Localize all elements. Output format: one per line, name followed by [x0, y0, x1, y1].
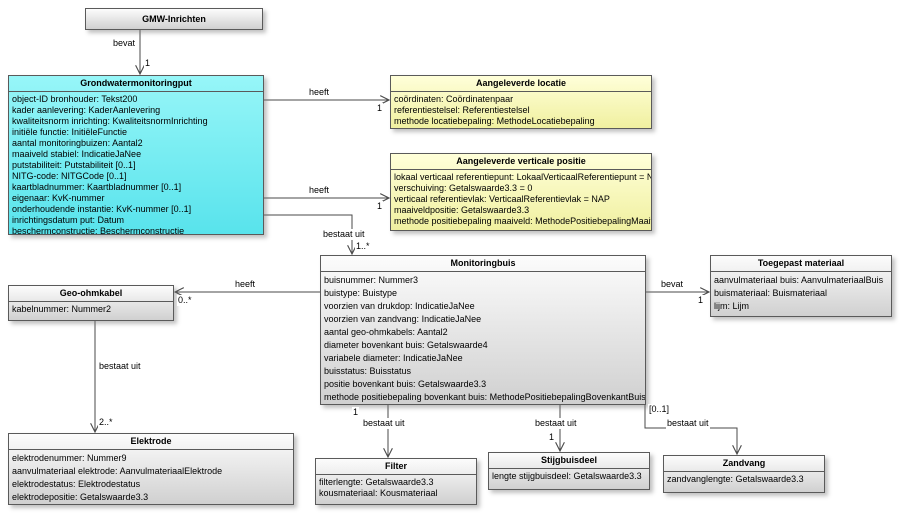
class-attribute: initiële functie: InitiëleFunctie — [12, 127, 128, 137]
class-attribute: lokaal verticaal referentiepunt: LokaalV… — [394, 172, 651, 182]
class-attribute: buisstatus: Buisstatus — [324, 366, 412, 376]
class-title: Stijgbuisdeel — [489, 453, 649, 469]
class-attribute: zandvanglengte: Getalswaarde3.3 — [667, 474, 804, 484]
class-box-gmw-inrichten[interactable]: GMW-Inrichten — [85, 8, 263, 30]
class-attribute: putstabiliteit: Putstabiliteit [0..1] — [12, 160, 136, 170]
class-attribute: maaiveld stabiel: IndicatieJaNee — [12, 149, 142, 159]
class-attribute: elektrodepositie: Getalswaarde3.3 — [12, 492, 149, 502]
class-attribute: diameter bovenkant buis: Getalswaarde4 — [324, 340, 488, 350]
class-attribute: aantal geo-ohmkabels: Aantal2 — [324, 327, 448, 337]
attribute-list: object-ID bronhouder: Tekst200 kader aan… — [9, 92, 263, 237]
class-box-aangeleverde-locatie[interactable]: Aangeleverde locatie coördinaten: Coördi… — [390, 75, 652, 129]
class-attribute: lijm: Lijm — [714, 301, 749, 311]
class-box-monitoringbuis[interactable]: Monitoringbuis buisnummer: Nummer3 buist… — [320, 255, 646, 405]
class-attribute: kabelnummer: Nummer2 — [12, 304, 112, 314]
edge-put-heeft-verticale-positie-multiplicity: 1 — [376, 201, 384, 212]
edge-kabel-bestaat-uit-elektrode-multiplicity: 2..* — [98, 417, 114, 428]
class-box-geo-ohmkabel[interactable]: Geo-ohmkabel kabelnummer: Nummer2 — [8, 285, 174, 321]
class-attribute: kader aanlevering: KaderAanlevering — [12, 105, 161, 115]
class-attribute: lengte stijgbuisdeel: Getalswaarde3.3 — [492, 471, 642, 481]
class-attribute: methode positiebepaling maaiveld: Method… — [394, 216, 651, 226]
class-attribute: coördinaten: Coördinatenpaar — [394, 94, 514, 104]
class-title: Elektrode — [9, 434, 293, 450]
class-box-grondwatermonitoringput[interactable]: Grondwatermonitoringput object-ID bronho… — [8, 75, 264, 237]
class-attribute: object-ID bronhouder: Tekst200 — [12, 94, 138, 104]
class-title: Monitoringbuis — [321, 256, 645, 272]
class-attribute: buismateriaal: Buismateriaal — [714, 288, 828, 298]
class-attribute: verticaal referentievlak: VerticaalRefer… — [394, 194, 610, 204]
class-attribute: elektrodestatus: Elektrodestatus — [12, 479, 141, 489]
edge-buis-bestaat-uit-filter-multiplicity: 1 — [352, 407, 360, 418]
edge-buis-bestaat-uit-stijgbuisdeel-name: bestaat uit — [534, 418, 578, 429]
edge-buis-bestaat-uit-filter-name: bestaat uit — [362, 418, 406, 429]
edge-put-bestaat-uit-buis-name: bestaat uit — [322, 229, 366, 240]
class-attribute: referentiestelsel: Referentiestelsel — [394, 105, 530, 115]
edge-buis-bestaat-uit-zandvang-multiplicity: [0..1] — [648, 404, 671, 415]
edge-buis-heeft-kabel-name: heeft — [234, 279, 257, 290]
edge-buis-bestaat-uit-zandvang-name: bestaat uit — [666, 418, 710, 429]
class-attribute: maaiveldpositie: Getalswaarde3.3 — [394, 205, 530, 215]
edge-put-bestaat-uit-buis-multiplicity: 1..* — [355, 241, 371, 252]
edge-kabel-bestaat-uit-elektrode-name: bestaat uit — [98, 361, 142, 372]
class-attribute: buistype: Buistype — [324, 288, 398, 298]
class-attribute: kwaliteitsnorm inrichting: Kwaliteitsnor… — [12, 116, 208, 126]
class-attribute: onderhoudende instantie: KvK-nummer [0..… — [12, 204, 192, 214]
class-box-filter[interactable]: Filter filterlengte: Getalswaarde3.3 kou… — [315, 458, 477, 505]
class-attribute: eigenaar: KvK-nummer — [12, 193, 105, 203]
attribute-list: lengte stijgbuisdeel: Getalswaarde3.3 — [489, 469, 649, 482]
edge-gmw-bevat-put-name: bevat — [112, 38, 137, 49]
class-title: Zandvang — [664, 456, 824, 472]
class-box-aangeleverde-verticale-positie[interactable]: Aangeleverde verticale positie lokaal ve… — [390, 153, 652, 231]
class-attribute: inrichtingsdatum put: Datum — [12, 215, 125, 225]
class-title: Geo-ohmkabel — [9, 286, 173, 302]
edge-gmw-bevat-put-multiplicity: 1 — [144, 58, 152, 69]
attribute-list: buisnummer: Nummer3 buistype: Buistype v… — [321, 272, 645, 404]
class-title: Aangeleverde locatie — [391, 76, 651, 92]
edge-buis-bevat-materiaal-multiplicity: 1 — [697, 295, 705, 306]
edge-put-bestaat-uit-buis-line — [264, 214, 352, 254]
class-box-zandvang[interactable]: Zandvang zandvanglengte: Getalswaarde3.3 — [663, 455, 825, 493]
edge-buis-heeft-kabel-multiplicity: 0..* — [177, 295, 193, 306]
class-title: Aangeleverde verticale positie — [391, 154, 651, 170]
class-box-elektrode[interactable]: Elektrode elektrodenummer: Nummer9 aanvu… — [8, 433, 294, 505]
class-attribute: kousmateriaal: Kousmateriaal — [319, 488, 438, 498]
class-attribute: voorzien van zandvang: IndicatieJaNee — [324, 314, 482, 324]
edge-put-heeft-locatie-name: heeft — [308, 87, 331, 98]
attribute-list: coördinaten: Coördinatenpaar referenties… — [391, 92, 651, 127]
class-attribute: buisnummer: Nummer3 — [324, 275, 419, 285]
class-attribute: verschuiving: Getalswaarde3.3 = 0 — [394, 183, 533, 193]
class-attribute: filterlengte: Getalswaarde3.3 — [319, 477, 434, 487]
edge-put-heeft-verticale-positie-name: heeft — [308, 185, 331, 196]
class-attribute: kaartbladnummer: Kaartbladnummer [0..1] — [12, 182, 182, 192]
class-box-toegepast-materiaal[interactable]: Toegepast materiaal aanvulmateriaal buis… — [710, 255, 892, 317]
class-attribute: aanvulmateriaal elektrode: Aanvulmateria… — [12, 466, 223, 476]
attribute-list: aanvulmateriaal buis: AanvulmateriaalBui… — [711, 272, 891, 313]
attribute-list: zandvanglengte: Getalswaarde3.3 — [664, 472, 824, 485]
class-attribute: aanvulmateriaal buis: AanvulmateriaalBui… — [714, 275, 884, 285]
class-attribute: elektrodenummer: Nummer9 — [12, 453, 127, 463]
edge-put-heeft-locatie-multiplicity: 1 — [376, 103, 384, 114]
edge-buis-bevat-materiaal-name: bevat — [660, 279, 685, 290]
attribute-list: elektrodenummer: Nummer9 aanvulmateriaal… — [9, 450, 293, 504]
class-title: GMW-Inrichten — [142, 14, 206, 24]
class-box-stijgbuisdeel[interactable]: Stijgbuisdeel lengte stijgbuisdeel: Geta… — [488, 452, 650, 490]
attribute-list: lokaal verticaal referentiepunt: LokaalV… — [391, 170, 651, 227]
class-attribute: aantal monitoringbuizen: Aantal2 — [12, 138, 143, 148]
attribute-list: filterlengte: Getalswaarde3.3 kousmateri… — [316, 475, 476, 499]
class-attribute: voorzien van drukdop: IndicatieJaNee — [324, 301, 475, 311]
class-attribute: beschermconstructie: Beschermconstructie — [12, 226, 185, 236]
class-attribute: variabele diameter: IndicatieJaNee — [324, 353, 463, 363]
attribute-list: kabelnummer: Nummer2 — [9, 302, 173, 315]
class-title: Filter — [316, 459, 476, 475]
edge-buis-bestaat-uit-stijgbuisdeel-multiplicity: 1 — [548, 432, 556, 443]
class-title: Grondwatermonitoringput — [9, 76, 263, 92]
class-attribute: methode locatiebepaling: MethodeLocatieb… — [394, 116, 595, 126]
class-attribute: methode positiebepaling bovenkant buis: … — [324, 392, 645, 402]
class-attribute: NITG-code: NITGCode [0..1] — [12, 171, 127, 181]
class-title: Toegepast materiaal — [711, 256, 891, 272]
class-attribute: positie bovenkant buis: Getalswaarde3.3 — [324, 379, 487, 389]
